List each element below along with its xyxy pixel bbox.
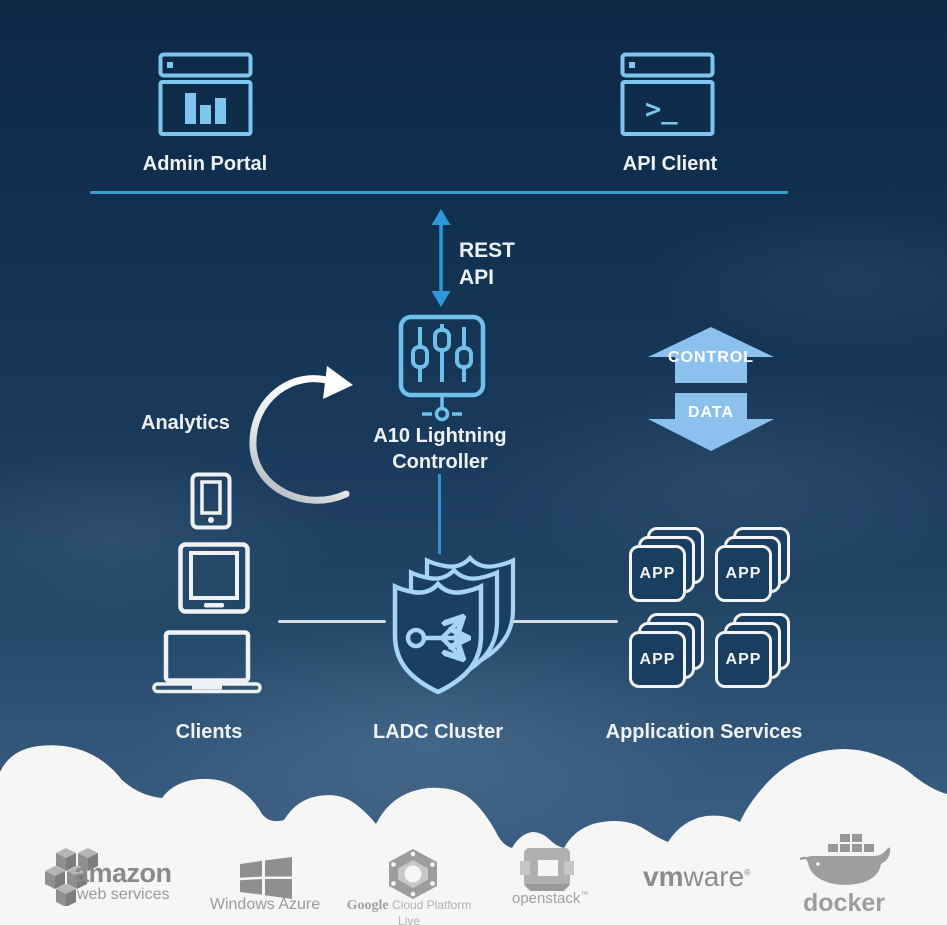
windows-azure-wordmark: Windows Azure (209, 896, 321, 913)
vmware-ware: ware (683, 861, 745, 892)
controller-label: A10 Lightning Controller (355, 423, 525, 475)
api-client-label: API Client (622, 153, 718, 175)
app-label: APP (725, 564, 762, 582)
controller-label-line1: A10 Lightning (373, 425, 507, 447)
terminal-prompt-glyph: >_ (645, 94, 678, 125)
app-stack: APP (629, 527, 707, 605)
rest-api-label: REST API (459, 237, 515, 291)
vmware-vm: vm (643, 861, 684, 892)
openstack-trademark: ™ (580, 890, 589, 899)
rest-api-arrow-icon (427, 208, 455, 308)
app-box-front: APP (715, 631, 772, 688)
docker-wordmark: docker (803, 889, 885, 917)
controller-sliders-icon (398, 314, 486, 424)
rest-line2: API (459, 266, 495, 289)
app-label: APP (725, 650, 762, 668)
tablet-icon (178, 542, 250, 614)
admin-portal-label: Admin Portal (142, 153, 268, 175)
openstack-icon (518, 846, 576, 892)
openstack-text: openstack (512, 890, 581, 907)
app-box-front: APP (715, 545, 772, 602)
app-box-front: APP (629, 631, 686, 688)
app-label: APP (639, 650, 676, 668)
vmware-wordmark: vmware® (643, 861, 751, 893)
management-plane-divider (90, 191, 788, 194)
app-label: APP (639, 564, 676, 582)
google-brand: Google (346, 898, 389, 913)
app-stack: APP (715, 613, 793, 691)
data-down-arrow (648, 393, 774, 451)
control-up-arrow (648, 327, 774, 383)
ladc-shield-stack-icon (390, 554, 524, 696)
controller-to-cluster-connector (438, 474, 441, 554)
application-services-label: Application Services (605, 721, 803, 743)
clients-to-cluster-connector (278, 620, 386, 623)
admin-portal-icon (158, 52, 253, 137)
load-balancer-glyph (405, 620, 464, 656)
laptop-icon (152, 630, 262, 694)
clients-label: Clients (175, 721, 243, 743)
app-stack: APP (629, 613, 707, 691)
app-box-front: APP (629, 545, 686, 602)
vmware-registered-mark: ® (744, 867, 751, 878)
smartphone-icon (190, 472, 232, 530)
data-label: DATA (687, 404, 735, 421)
openstack-wordmark: openstack™ (512, 890, 588, 907)
google-cloud-wordmark: Google Cloud Platform Live (336, 898, 482, 925)
app-stack: APP (715, 527, 793, 605)
google-hexagon-icon (386, 848, 440, 900)
analytics-label: Analytics (141, 412, 230, 434)
windows-flag-icon (240, 857, 292, 899)
api-client-terminal-icon: >_ (620, 52, 715, 137)
analytics-curved-arrow-icon (243, 352, 365, 507)
google-subtext: Cloud Platform Live (391, 898, 472, 925)
cluster-to-apps-connector (512, 620, 618, 623)
ladc-cluster-label: LADC Cluster (372, 721, 503, 743)
rest-line1: REST (459, 239, 516, 262)
cloud-band (0, 740, 947, 925)
docker-whale-icon (796, 833, 892, 891)
controller-label-line2: Controller (392, 451, 488, 473)
aws-subtext: web services (77, 886, 170, 903)
aws-wordmark: amazon (74, 858, 172, 888)
control-label: CONTROL (667, 349, 755, 366)
